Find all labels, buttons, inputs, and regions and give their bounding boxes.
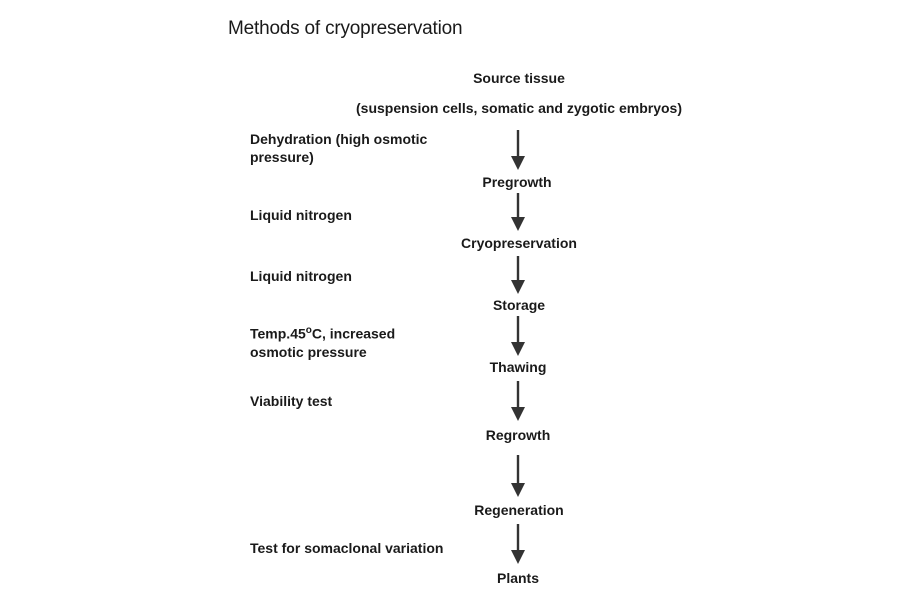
condition-liquid-nitrogen-2: Liquid nitrogen [250, 268, 352, 284]
node-storage: Storage [492, 297, 546, 313]
arrow-down-icon [511, 381, 525, 421]
diagram-title: Methods of cryopreservation [228, 18, 463, 39]
node-regeneration: Regeneration [474, 502, 564, 518]
condition-dehydration: Dehydration (high osmotic pressure) [250, 130, 427, 166]
arrow-down-icon [511, 455, 525, 497]
node-cryopreservation: Cryopreservation [461, 235, 577, 251]
condition-temperature: Temp.45oC, increased osmotic pressure [250, 322, 395, 361]
condition-temp-prefix: Temp.45 [250, 325, 306, 342]
node-regrowth: Regrowth [485, 427, 551, 443]
condition-dehydration-line1: Dehydration (high osmotic [250, 131, 428, 147]
node-source-detail: (suspension cells, somatic and zygotic e… [356, 100, 682, 116]
condition-dehydration-line2: pressure) [250, 149, 314, 165]
arrow-down-icon [511, 256, 525, 294]
arrow-down-icon [511, 130, 525, 170]
node-thawing: Thawing [489, 359, 547, 375]
arrow-down-icon [511, 316, 525, 356]
condition-liquid-nitrogen-1: Liquid nitrogen [250, 207, 352, 223]
arrow-down-icon [511, 193, 525, 231]
condition-viability: Viability test [250, 393, 333, 409]
condition-somaclonal: Test for somaclonal variation [250, 540, 444, 556]
node-source-tissue: Source tissue [473, 70, 565, 86]
node-plants: Plants [496, 570, 540, 586]
arrow-down-icon [511, 524, 525, 564]
condition-temp-line2: osmotic pressure [250, 343, 367, 360]
condition-temp-degree: o [305, 325, 312, 336]
condition-temp-suffix: C, increased [311, 325, 396, 342]
node-pregrowth: Pregrowth [482, 174, 552, 190]
